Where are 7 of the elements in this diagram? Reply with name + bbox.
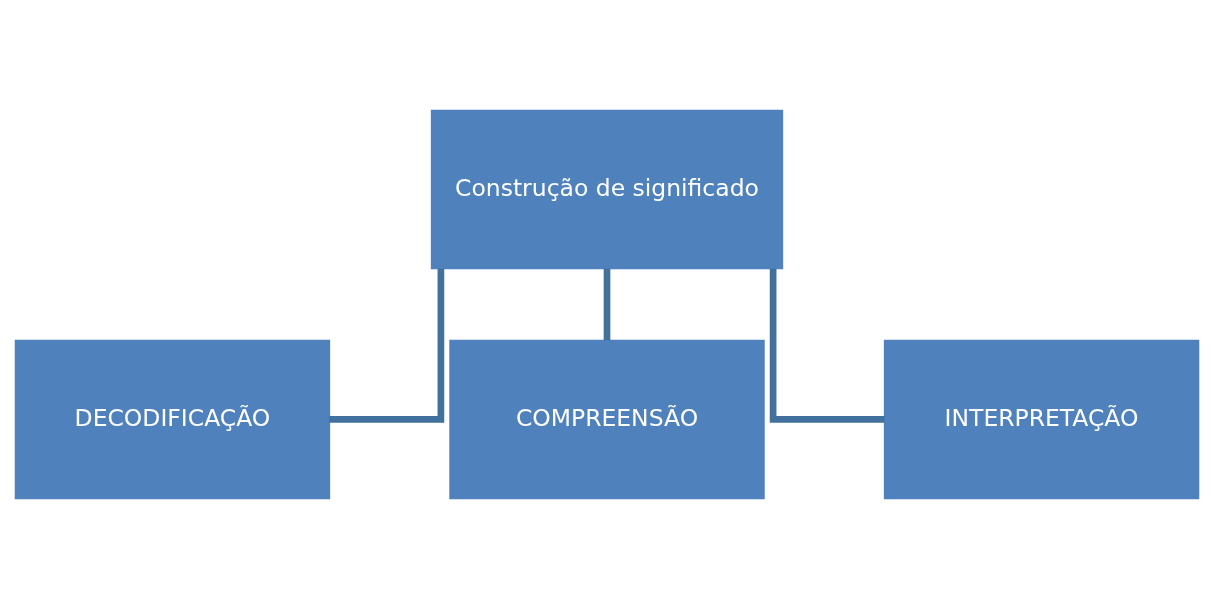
- connector: [329, 268, 445, 423]
- node-box: Construção de significado: [430, 109, 784, 269]
- connector: [769, 268, 885, 423]
- node-box: COMPREENSÃO: [449, 339, 765, 499]
- node-box: INTERPRETAÇÃO: [883, 339, 1200, 499]
- node-box: DECODIFICAÇÃO: [14, 339, 331, 499]
- connector: [603, 268, 611, 340]
